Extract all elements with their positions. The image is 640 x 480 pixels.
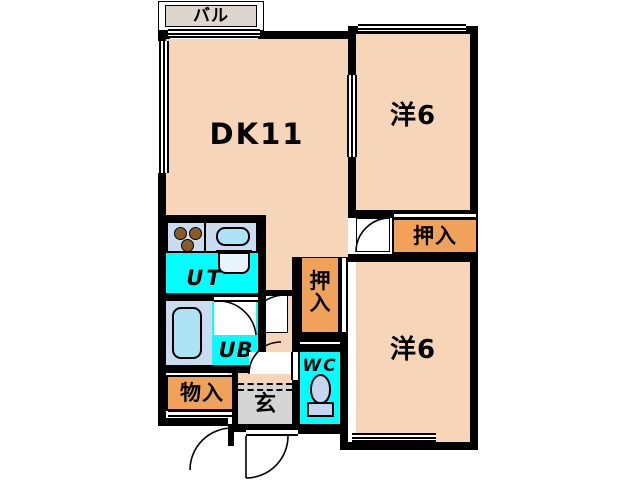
entrance-label: 玄 (253, 392, 276, 417)
wall-bottom-right (340, 442, 478, 450)
toilet-label: WC (302, 356, 338, 376)
wall-left-upper-corner (158, 31, 170, 41)
room-dining-kitchen (166, 39, 348, 217)
storage-closet-label: 物入 (180, 381, 224, 405)
western-upper-window-left[interactable] (347, 75, 357, 157)
dk-window-left[interactable] (159, 41, 169, 173)
wall-bottom-mid (228, 424, 252, 432)
wash-basin-top-line (216, 250, 252, 252)
toilet-door[interactable] (291, 352, 300, 380)
wall-ub-right (258, 295, 266, 371)
closet-middle-label: 押 入 (300, 270, 340, 314)
wall-left-lower (158, 216, 166, 426)
wall-ub-top (160, 293, 266, 301)
western-lower-window-bottom[interactable] (352, 433, 436, 442)
room-western-lower (356, 262, 470, 442)
kitchen-sink (216, 227, 250, 246)
wall-ub-bottom (160, 365, 266, 373)
wall-genkan-left (232, 373, 238, 424)
wall-left-window-stub (158, 173, 166, 218)
wall-counter-top (166, 215, 266, 221)
wall-kitchen-right (258, 217, 266, 295)
western-lower-label: 洋6 (389, 335, 437, 365)
front-door[interactable] (246, 428, 298, 436)
western-upper-window-top[interactable] (358, 24, 466, 33)
wash-basin (218, 252, 250, 274)
western-upper-label: 洋6 (389, 101, 437, 131)
wall-closet-middle-left (292, 248, 300, 344)
balcony-area (165, 5, 257, 27)
wall-bottom-left (158, 418, 228, 426)
wall-wc-right (340, 342, 348, 426)
closet-middle-door[interactable] (340, 258, 348, 332)
stove-burner-2 (189, 227, 202, 240)
door-upper-room-panel (356, 218, 390, 252)
unit-bath-label: UB (218, 338, 254, 362)
genkan-hall-door-panel (249, 352, 292, 374)
toilet-bowl (310, 374, 331, 404)
wall-bottom-mid2 (296, 424, 344, 434)
door-upper-room-arc (355, 217, 391, 253)
room-western-upper (356, 34, 470, 210)
balcony-label: バル (193, 6, 229, 26)
wall-wc-left (292, 344, 300, 426)
wall-wc-top (292, 344, 344, 352)
bathtub (172, 307, 202, 359)
utility-label: UT (186, 266, 224, 290)
dining-kitchen-label: DK11 (209, 117, 305, 151)
stove-burner-1 (174, 227, 187, 240)
front-door-arc (245, 435, 289, 479)
closet-upper-door[interactable] (394, 212, 476, 219)
unit-bath-door-panel (214, 301, 256, 335)
closet-upper (392, 218, 478, 254)
storage-closet-door[interactable] (168, 410, 236, 417)
balcony-sliding-door[interactable] (168, 29, 260, 38)
wall-lower-room-top (340, 254, 478, 262)
wall-closet-middle-bottom (296, 334, 342, 342)
wall-corridor-door-top (244, 290, 292, 296)
entrance-step-line-2 (238, 389, 292, 391)
unit-bath-door-arc (217, 300, 257, 336)
wall-side-door-jamb (228, 424, 234, 446)
closet-middle-label-line2: 入 (309, 291, 331, 316)
genkan-hall-door-arc (248, 341, 282, 375)
closet-upper-label: 押入 (413, 224, 457, 248)
entrance-step-line-1 (238, 383, 292, 385)
unit-bath-door[interactable] (214, 295, 258, 302)
closet-middle (300, 256, 340, 334)
closet-middle-label-line1: 押 (309, 269, 331, 293)
stove-burner-3 (181, 239, 194, 252)
kitchen-counter-divider (204, 223, 206, 251)
entrance-step-area (238, 373, 292, 383)
toilet-tank (307, 402, 334, 417)
wall-top-dk (258, 31, 348, 39)
